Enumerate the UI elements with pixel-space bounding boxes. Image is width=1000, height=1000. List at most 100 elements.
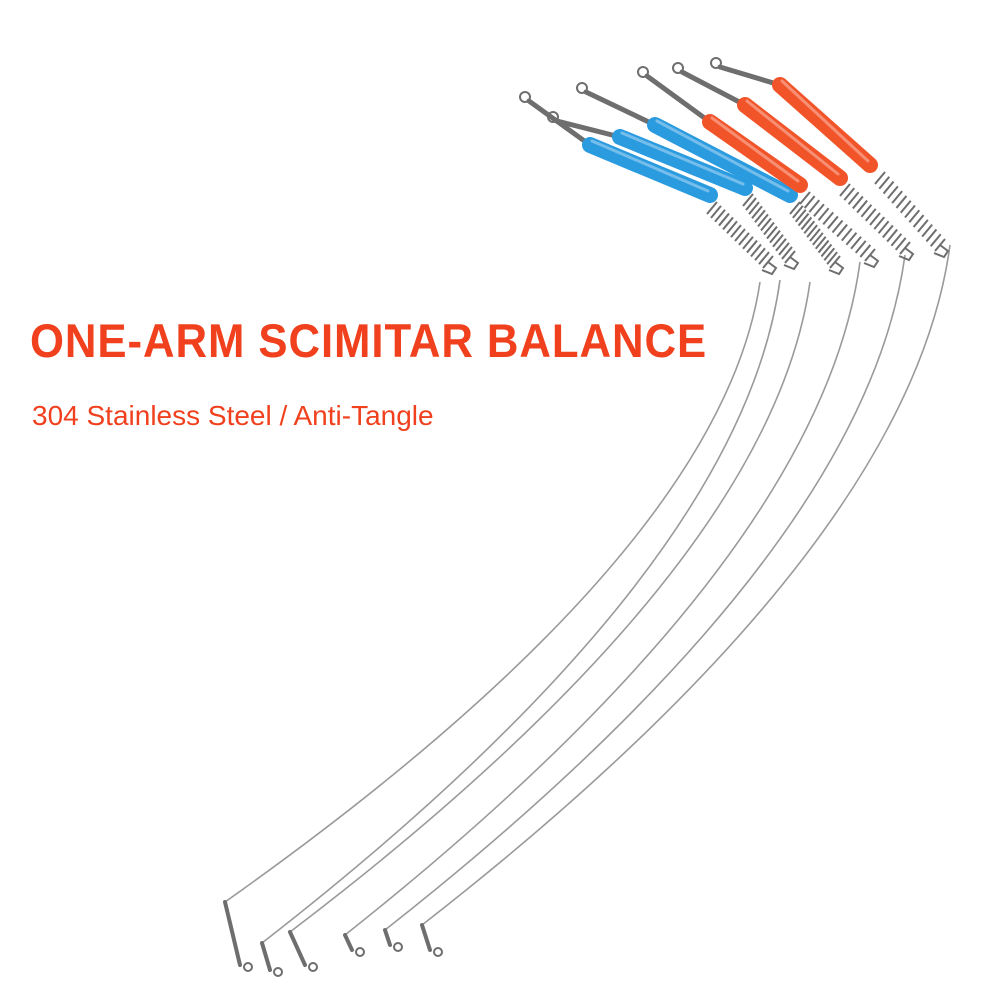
spring-coil	[852, 195, 864, 210]
tube	[582, 137, 718, 203]
spring-coil	[886, 228, 898, 243]
spring-coil	[854, 240, 867, 254]
swivel-barrel	[717, 64, 783, 88]
bottom-ring	[393, 942, 403, 952]
headline-subtitle: 304 Stainless Steel / Anti-Tangle	[32, 400, 434, 431]
spring-coil	[882, 224, 894, 239]
tube-highlight	[745, 99, 840, 176]
spring-coil	[847, 191, 860, 205]
spring-coil	[856, 199, 868, 214]
arm-6	[420, 57, 951, 957]
spring-coil	[806, 224, 818, 238]
spring-coil	[839, 183, 851, 197]
wire	[224, 281, 761, 966]
spring-coil	[775, 238, 787, 252]
swivel-barrel	[554, 118, 623, 140]
wire	[384, 254, 906, 946]
spring-coil	[859, 244, 872, 258]
spring-coil	[812, 232, 824, 246]
swivel-ring	[637, 66, 649, 78]
wire	[421, 244, 951, 951]
swivel-ring	[519, 91, 531, 103]
tube	[647, 117, 798, 203]
spring-coil	[706, 201, 718, 215]
bottom-ring	[243, 962, 253, 972]
bottom-ring	[433, 947, 443, 957]
tube	[702, 114, 808, 193]
spring-coil	[794, 209, 807, 223]
wire	[261, 279, 781, 971]
snap-clip	[783, 256, 800, 271]
snap-clip	[863, 254, 880, 269]
spring-coil	[925, 228, 938, 243]
spring-coil	[873, 216, 886, 230]
swivel-ring	[672, 62, 684, 74]
spring-coil	[841, 228, 853, 242]
spring-coil	[808, 199, 821, 213]
spring-coil	[864, 208, 877, 222]
tube-highlight	[780, 79, 870, 163]
spring-coil	[869, 212, 881, 226]
spring-coil	[722, 216, 734, 231]
spring-coil	[769, 230, 781, 244]
spring-coil	[904, 204, 916, 219]
snap-clip	[898, 247, 915, 262]
spring-coil	[799, 191, 811, 205]
spring-coil	[826, 251, 838, 265]
spring-coil	[929, 233, 942, 247]
spring-coil	[748, 201, 760, 215]
spring-coil	[890, 233, 903, 247]
spring-coil	[827, 215, 839, 230]
wire	[344, 261, 861, 951]
spring-coil	[878, 176, 891, 190]
tube	[772, 77, 878, 173]
spring-coil	[766, 225, 778, 240]
swivel-barrel	[644, 73, 713, 125]
bottom-ring	[308, 962, 318, 972]
spring-coil	[831, 219, 844, 234]
spring-coil	[710, 205, 722, 219]
spring-coil	[908, 209, 921, 223]
snap-clip	[933, 244, 950, 259]
spring-coil	[754, 247, 766, 261]
spring-coil	[803, 195, 816, 209]
swivel-ring	[710, 57, 722, 69]
tube-highlight	[710, 116, 800, 183]
spring-coil	[809, 228, 821, 242]
spring-coil	[850, 236, 862, 250]
spring-coil	[750, 243, 762, 258]
spring-coil	[754, 209, 766, 223]
bottom-swivel	[223, 900, 242, 967]
spring-coil	[860, 204, 873, 218]
spring-coil	[730, 224, 742, 238]
wire	[289, 281, 811, 966]
bottom-swivel	[343, 933, 354, 952]
spring-coil	[778, 242, 790, 256]
tube	[612, 129, 753, 196]
spring-coil	[822, 211, 834, 225]
spring-coil	[738, 232, 750, 246]
spring-coil	[760, 217, 772, 232]
spring-coil	[745, 197, 757, 211]
spring-coil	[891, 190, 903, 204]
spring-coil	[714, 209, 726, 223]
spring-coil	[734, 228, 746, 242]
spring-coil	[813, 203, 825, 217]
spring-coil	[843, 187, 856, 201]
spring-coil	[817, 239, 830, 254]
spring-coil	[894, 237, 907, 251]
bottom-swivel	[383, 928, 392, 947]
spring-coil	[772, 234, 784, 248]
spring-coil	[820, 243, 833, 258]
arm-2	[260, 111, 800, 977]
swivel-ring	[547, 111, 559, 123]
swivel-ring	[576, 82, 588, 94]
tube-highlight	[655, 119, 790, 193]
bottom-swivel	[420, 923, 432, 952]
swivel-barrel	[583, 89, 658, 128]
headline-title: ONE-ARM SCIMITAR BALANCE	[30, 314, 708, 367]
spring-coil	[763, 221, 775, 236]
spring-coil	[726, 220, 738, 234]
tube	[737, 97, 848, 186]
spring-coil	[817, 207, 830, 221]
